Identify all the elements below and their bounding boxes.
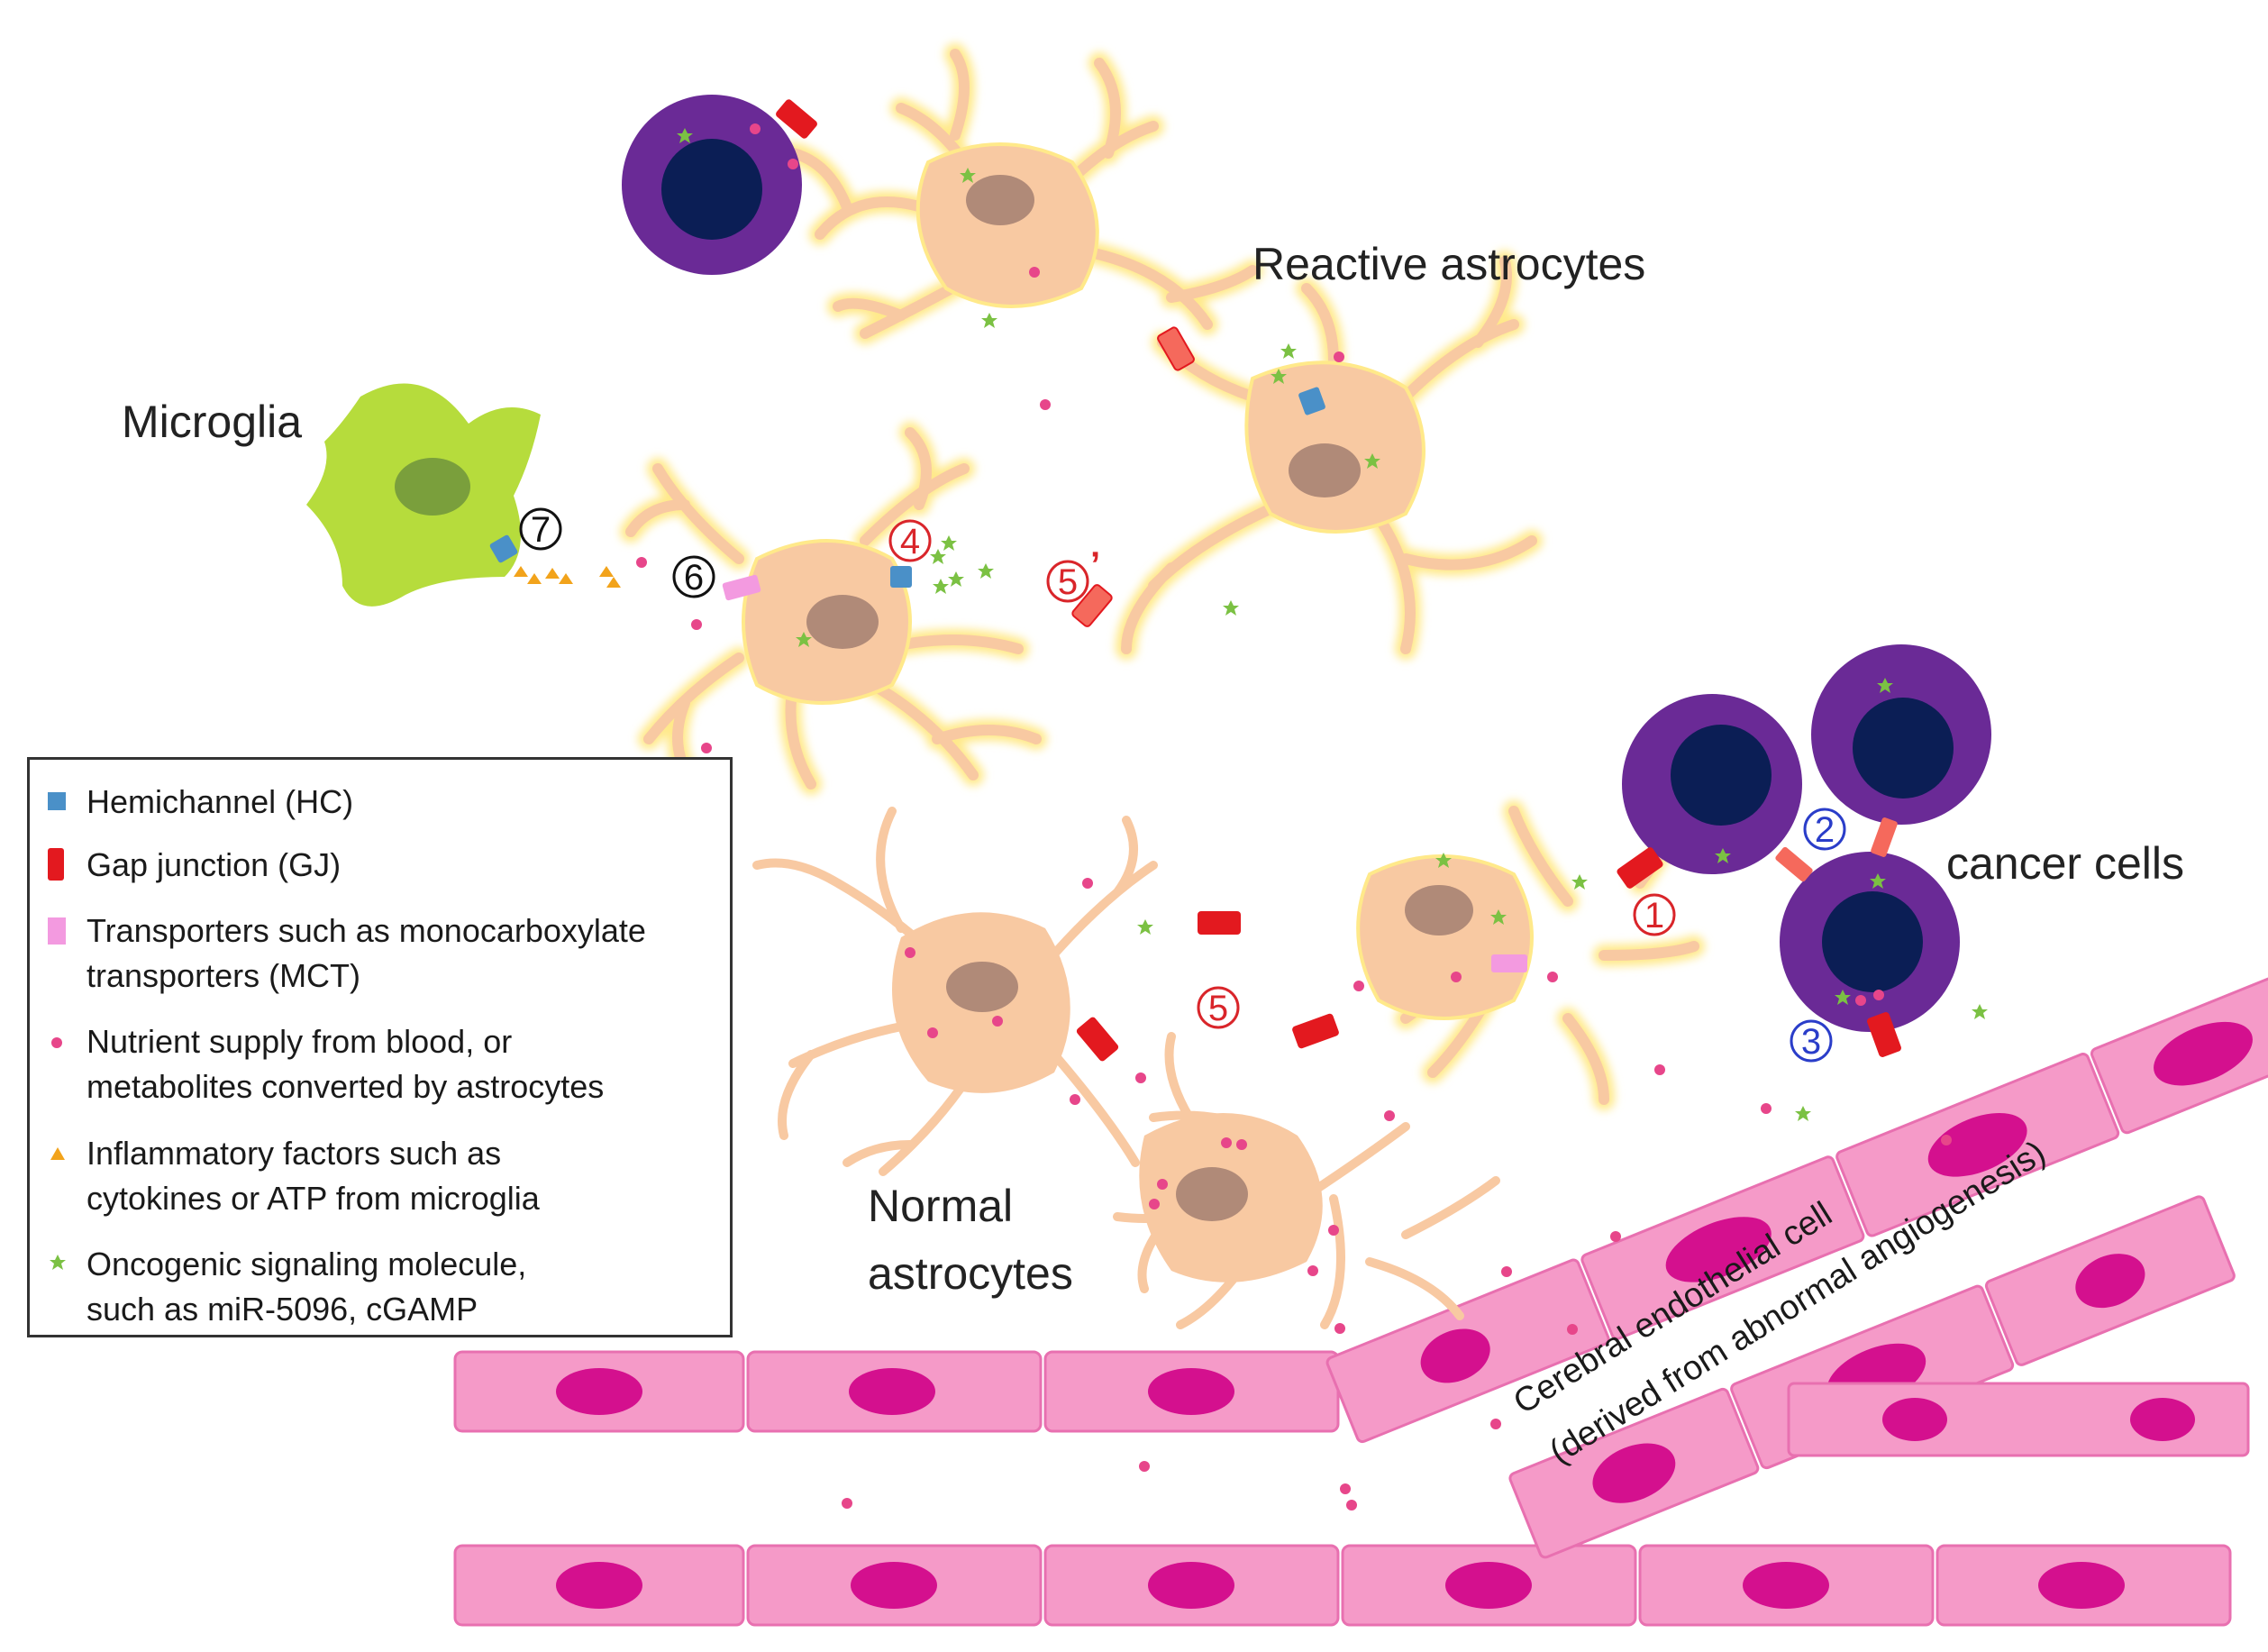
inflammatory-triangles <box>514 566 621 588</box>
legend-text-hemichannel: Hemichannel (HC) <box>87 783 354 820</box>
label-cancer-cells: cancer cells <box>1946 838 2184 889</box>
legend-item-oncogenic: Oncogenic signaling molecule, such as mi… <box>48 1242 721 1332</box>
vessel-lower-row <box>453 1544 2232 1627</box>
marker-4: 4 <box>888 519 932 562</box>
marker-6: 6 <box>672 555 715 598</box>
marker-1: 1 <box>1633 893 1676 936</box>
legend-item-inflammatory: Inflammatory factors such as cytokines o… <box>48 1131 721 1221</box>
svg-text:2: 2 <box>1815 810 1835 850</box>
svg-text:4: 4 <box>900 522 920 561</box>
legend-panel: Hemichannel (HC) Gap junction (GJ) Trans… <box>27 757 733 1337</box>
svg-text:5: 5 <box>1058 562 1078 602</box>
cancer-cell-cluster-b <box>1811 644 1991 825</box>
hemichannels <box>489 387 1325 588</box>
legend-item-hemichannel: Hemichannel (HC) <box>48 780 721 825</box>
marker-3: 3 <box>1790 1019 1833 1063</box>
legend-text-inflammatory: Inflammatory factors such as cytokines o… <box>87 1135 540 1217</box>
legend-item-transporter: Transporters such as monocarboxylate tra… <box>48 908 721 999</box>
legend-item-nutrient: Nutrient supply from blood, or metabolit… <box>48 1019 721 1109</box>
transporter-symbol-icon <box>48 917 66 945</box>
marker-5-prime: 5 ’ <box>1046 545 1100 603</box>
nutrient-dot-icon <box>51 1037 62 1048</box>
vessel-branch <box>1787 1382 2250 1457</box>
inflammatory-triangle-icon <box>50 1147 65 1160</box>
vessel-upper-row <box>453 1350 1340 1433</box>
label-microglia: Microglia <box>122 397 302 447</box>
cancer-cell-cluster-c <box>1780 852 1960 1032</box>
nutrient-dots <box>636 123 1952 1511</box>
gap-junction-symbol-icon <box>48 848 64 881</box>
svg-text:3: 3 <box>1801 1022 1821 1062</box>
marker-5: 5 <box>1197 986 1240 1029</box>
reactive-astrocyte-bodies <box>742 142 1534 1020</box>
label-reactive-astrocytes: Reactive astrocytes <box>1252 239 1645 289</box>
svg-text:1: 1 <box>1644 896 1664 936</box>
legend-text-transporter: Transporters such as monocarboxylate tra… <box>87 912 646 994</box>
legend-item-gap-junction: Gap junction (GJ) <box>48 843 721 888</box>
svg-text:6: 6 <box>684 558 704 598</box>
legend-text-oncogenic: Oncogenic signaling molecule, such as mi… <box>87 1246 527 1328</box>
label-normal-astrocytes-line2: astrocytes <box>868 1248 1073 1299</box>
legend-text-nutrient: Nutrient supply from blood, or metabolit… <box>87 1023 605 1105</box>
svg-text:7: 7 <box>531 510 551 550</box>
cancer-cell-cluster-a <box>1622 694 1802 874</box>
svg-text:5: 5 <box>1208 989 1228 1028</box>
transporters <box>722 574 1527 972</box>
marker-2: 2 <box>1803 808 1846 851</box>
legend-text-gap-junction: Gap junction (GJ) <box>87 846 342 883</box>
reactive-astrocytes-processes <box>625 49 1699 1105</box>
normal-astrocyte-bodies <box>892 912 1323 1282</box>
oncogenic-star-icon <box>50 1255 66 1270</box>
label-normal-astrocytes-line1: Normal <box>868 1181 1013 1231</box>
gap-junctions <box>776 99 1901 1062</box>
svg-text:’: ’ <box>1090 545 1100 585</box>
microglia-cell <box>306 383 541 607</box>
cancer-cell-top-left <box>622 95 802 275</box>
vessel-angiogenic <box>1325 966 2268 1559</box>
hemichannel-symbol-icon <box>48 792 66 810</box>
marker-7: 7 <box>519 507 562 551</box>
